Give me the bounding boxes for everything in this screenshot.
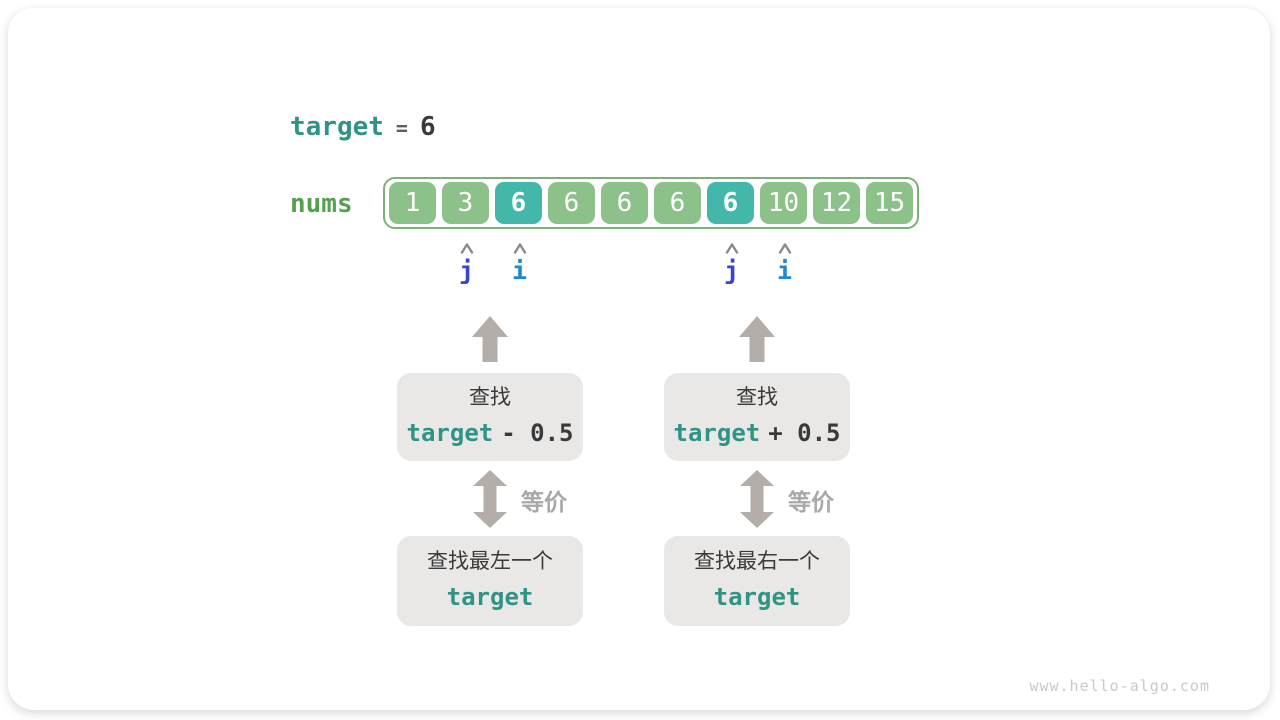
result-description: 查找最右一个 [694, 550, 820, 573]
pointer-label: j [723, 256, 740, 285]
up-arrow-icon [472, 316, 508, 362]
expression-variable: target [406, 419, 494, 447]
target-value: 6 [419, 112, 436, 142]
array-cell: 6 [495, 182, 542, 224]
pointer-j: j [710, 243, 754, 285]
search-expression-box: 查找 target+ 0.5 [664, 373, 850, 461]
equivalence-label: 等价 [521, 489, 567, 515]
search-label: 查找 [469, 386, 511, 409]
pointer-label: i [776, 256, 793, 285]
double-arrow-icon [740, 470, 774, 528]
result-box: 查找最左一个 target [397, 536, 583, 626]
pointer-label: j [458, 256, 475, 285]
expression-variable: target [673, 419, 761, 447]
up-arrow-icon [739, 316, 775, 362]
array-cell: 6 [548, 182, 595, 224]
array-cell: 1 [389, 182, 436, 224]
result-target: target [713, 583, 801, 611]
watermark: www.hello-algo.com [1029, 677, 1210, 695]
target-variable: target [290, 112, 384, 142]
expression-operator: + 0.5 [768, 419, 841, 447]
search-expression-box: 查找 target- 0.5 [397, 373, 583, 461]
equals-sign: = [395, 116, 408, 140]
caret-up-icon [778, 243, 791, 254]
result-target: target [446, 583, 534, 611]
array-cell: 10 [760, 182, 807, 224]
diagram-card [8, 8, 1270, 710]
equivalence-label: 等价 [788, 489, 834, 515]
pointer-label: i [511, 256, 528, 285]
array-label: nums [290, 189, 353, 219]
expression-operator: - 0.5 [501, 419, 574, 447]
search-expression: target+ 0.5 [664, 418, 850, 448]
array-cell: 15 [866, 182, 913, 224]
caret-up-icon [460, 243, 473, 254]
pointer-j: j [445, 243, 489, 285]
caret-up-icon [513, 243, 526, 254]
result-description: 查找最左一个 [427, 550, 553, 573]
array-cell: 6 [654, 182, 701, 224]
search-expression: target- 0.5 [397, 418, 583, 448]
result-box: 查找最右一个 target [664, 536, 850, 626]
array-cell: 6 [601, 182, 648, 224]
array-cell: 6 [707, 182, 754, 224]
pointer-i: i [498, 243, 542, 285]
search-label: 查找 [736, 386, 778, 409]
caret-up-icon [725, 243, 738, 254]
pointer-i: i [763, 243, 807, 285]
array-cell: 3 [442, 182, 489, 224]
array-cell: 12 [813, 182, 860, 224]
double-arrow-icon [473, 470, 507, 528]
target-assignment: target = 6 [290, 112, 436, 142]
